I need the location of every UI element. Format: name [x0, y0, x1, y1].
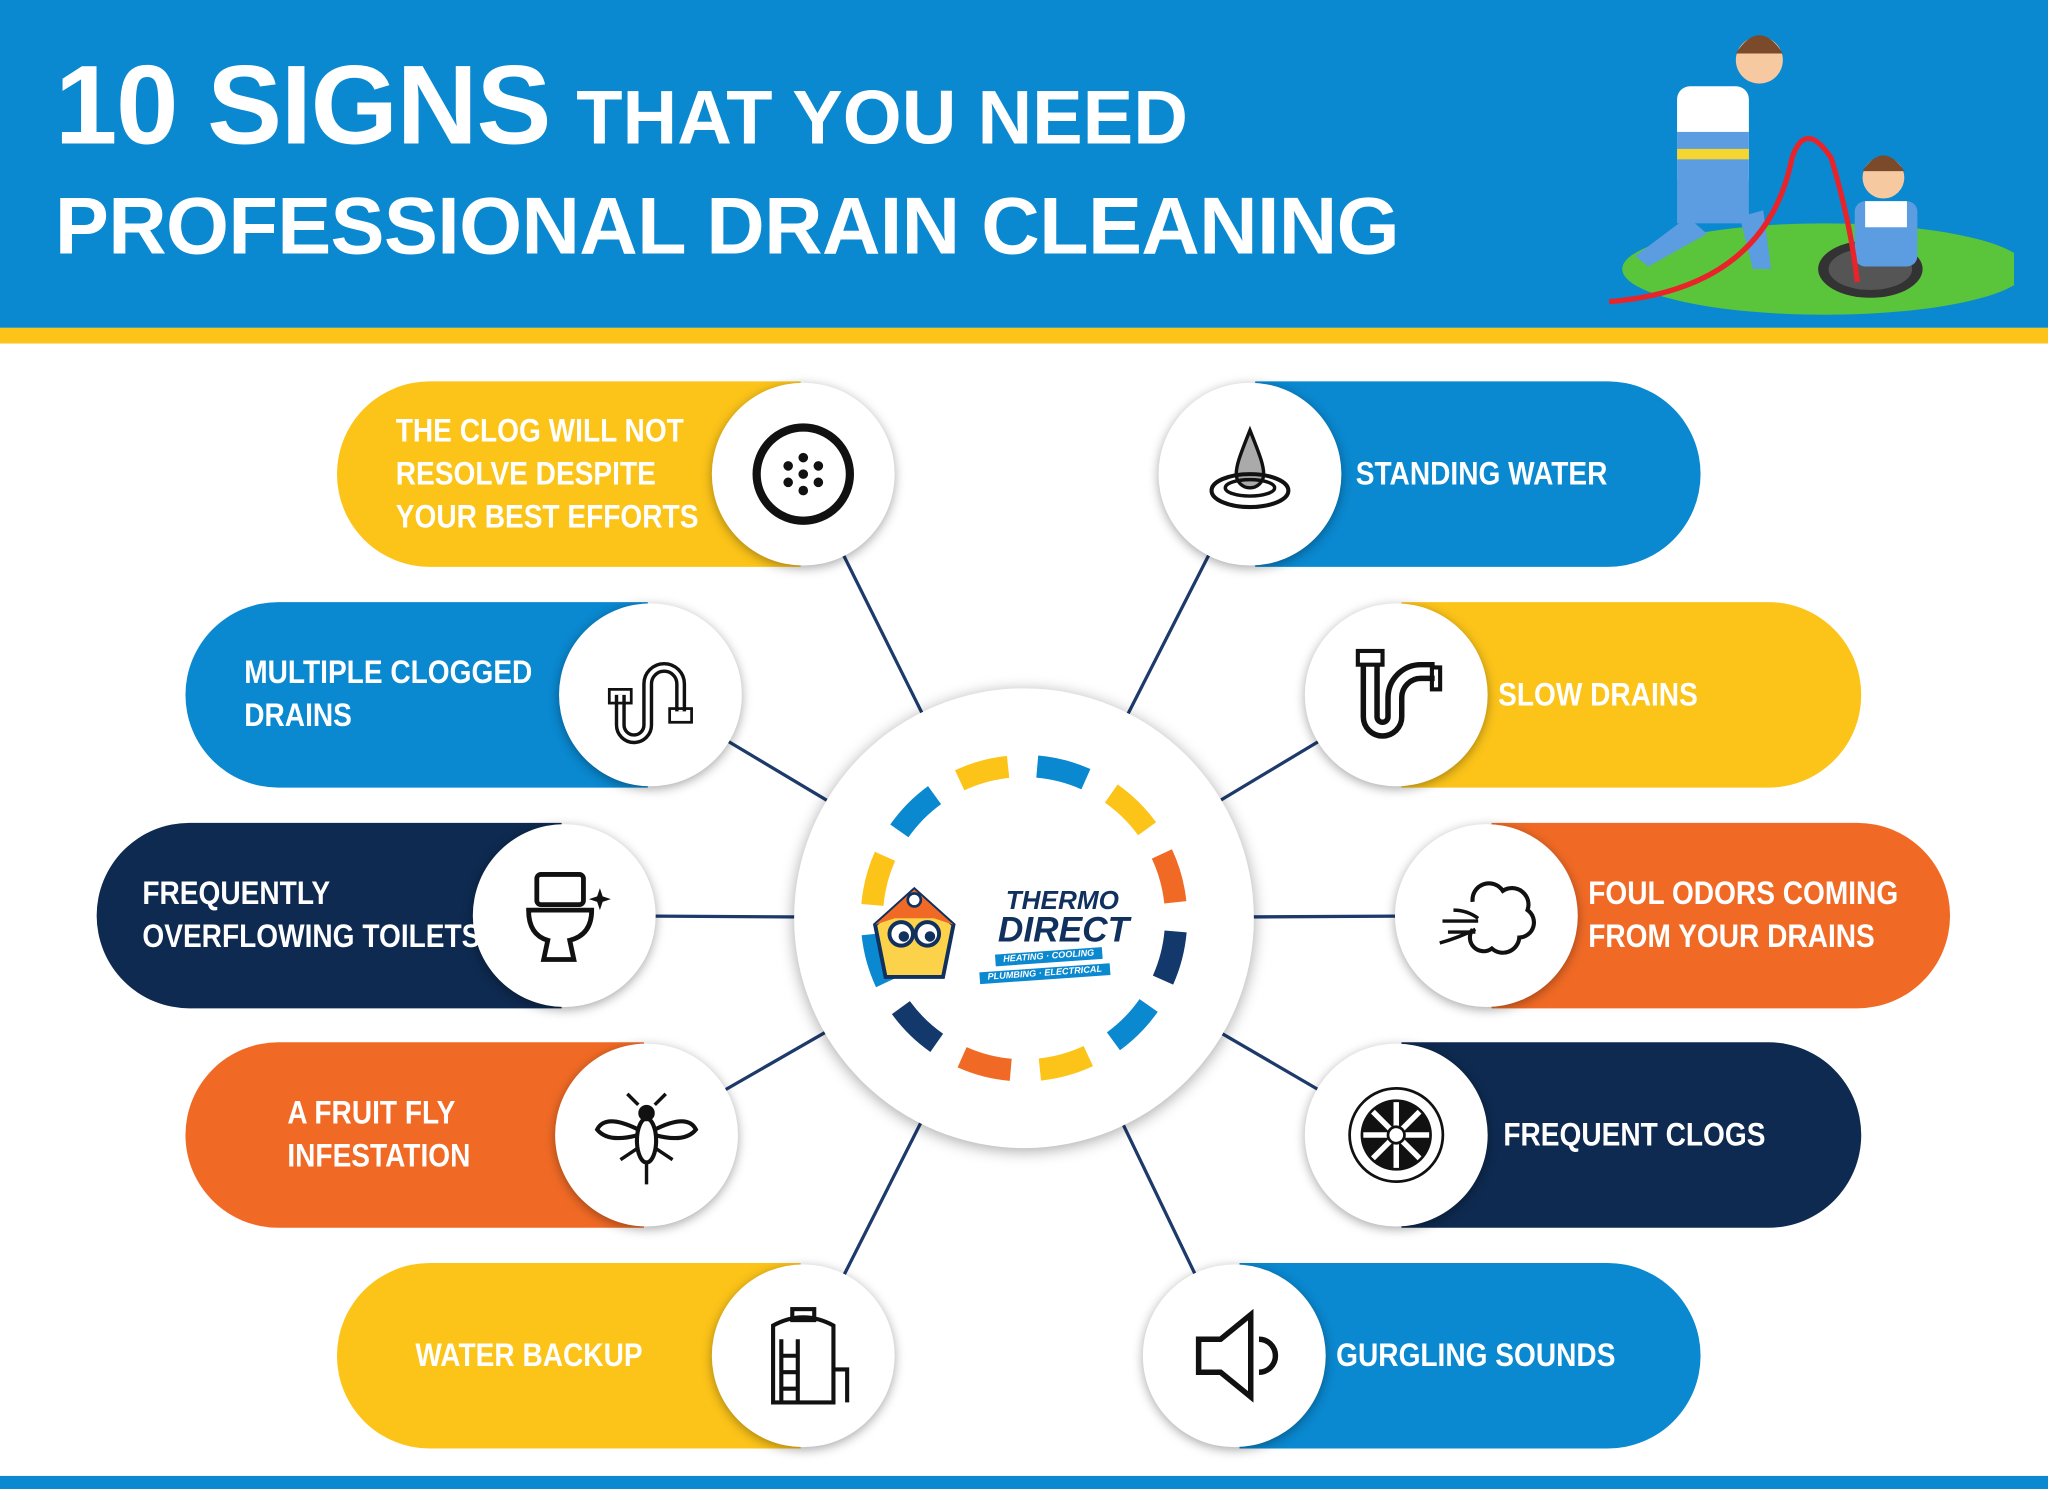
water-tank-icon: [771, 1307, 850, 1405]
toilet-icon: [526, 872, 611, 962]
plumbers-illustration-icon: [1608, 35, 2015, 315]
footer-stripe: [0, 1475, 2048, 1489]
sign-card: WATER BACKUP: [336, 1263, 895, 1449]
ring-segment: [1104, 784, 1157, 836]
sign-label: GURGLING SOUNDS: [1336, 1336, 1616, 1374]
segmented-ring: [861, 755, 1187, 1081]
ring-segment: [861, 851, 896, 906]
ring-segment: [1036, 755, 1091, 790]
sign-label: MULTIPLE CLOGGED DRAINS: [244, 654, 533, 735]
title-line-2: PROFESSIONAL DRAIN CLEANING: [54, 181, 1400, 272]
speaker-icon: [1195, 1308, 1279, 1403]
sign-icon-circle: [1158, 382, 1342, 566]
sign-icon-circle: [555, 1043, 738, 1227]
sign-card: MULTIPLE CLOGGED DRAINS: [185, 602, 742, 788]
sign-icon-circle: [711, 382, 895, 566]
ring-segment: [954, 755, 1010, 791]
floor-drain-icon: [1348, 1087, 1445, 1184]
odor-cloud-icon: [1439, 881, 1536, 955]
sign-card: FOUL ODORS COMING FROM YOUR DRAINS: [1394, 822, 1951, 1009]
ring-segment: [890, 786, 942, 838]
sign-label: SLOW DRAINS: [1498, 675, 1698, 713]
sign-card: SLOW DRAINS: [1304, 602, 1862, 788]
sign-card: STANDING WATER: [1158, 381, 1701, 567]
sign-icon-circle: [1142, 1264, 1326, 1448]
ring-segment: [1151, 849, 1187, 904]
ring-segment: [891, 1001, 944, 1052]
ring-segment: [1152, 930, 1187, 985]
water-drop-icon: [1209, 425, 1291, 510]
sign-label: FOUL ODORS COMING FROM YOUR DRAINS: [1588, 875, 1899, 955]
pipe-trap-icon: [607, 661, 693, 745]
sign-icon-circle: [1394, 824, 1578, 1008]
ring-segment: [1106, 999, 1158, 1051]
sign-icon-circle: [472, 824, 656, 1008]
sign-label: WATER BACKUP: [415, 1336, 643, 1374]
sign-icon-circle: [1304, 1043, 1488, 1227]
sign-label: A FRUIT FLY INFESTATION: [287, 1094, 471, 1175]
sign-card: FREQUENT CLOGS: [1304, 1042, 1862, 1228]
drain-strainer-icon: [752, 423, 855, 525]
fly-icon: [594, 1092, 699, 1185]
sink-pipe-icon: [1355, 648, 1443, 739]
ring-segment: [1038, 1046, 1093, 1081]
sign-card: FREQUENTLY OVERFLOWING TOILETS: [96, 822, 656, 1009]
ring-segment: [957, 1047, 1012, 1081]
sign-card: THE CLOG WILL NOT RESOLVE DESPITE YOUR B…: [336, 381, 895, 567]
sign-label: FREQUENT CLOGS: [1503, 1116, 1766, 1153]
sign-icon-circle: [711, 1264, 895, 1448]
sign-label: THE CLOG WILL NOT RESOLVE DESPITE YOUR B…: [395, 412, 699, 535]
sign-card: GURGLING SOUNDS: [1142, 1263, 1701, 1449]
sign-label: FREQUENTLY OVERFLOWING TOILETS: [142, 875, 481, 955]
sign-label: STANDING WATER: [1355, 455, 1608, 492]
center-logo-badge: THERMO DIRECT HEATING · COOLING PLUMBING…: [794, 688, 1254, 1149]
mascot-logo-icon: [872, 886, 956, 979]
sign-icon-circle: [559, 603, 742, 787]
logo-name-bottom: DIRECT: [997, 910, 1130, 950]
sign-card: A FRUIT FLY INFESTATION: [185, 1042, 738, 1228]
header-stripe: [0, 327, 2048, 344]
sign-icon-circle: [1304, 603, 1488, 787]
logo-name-top: THERMO: [1005, 886, 1119, 916]
